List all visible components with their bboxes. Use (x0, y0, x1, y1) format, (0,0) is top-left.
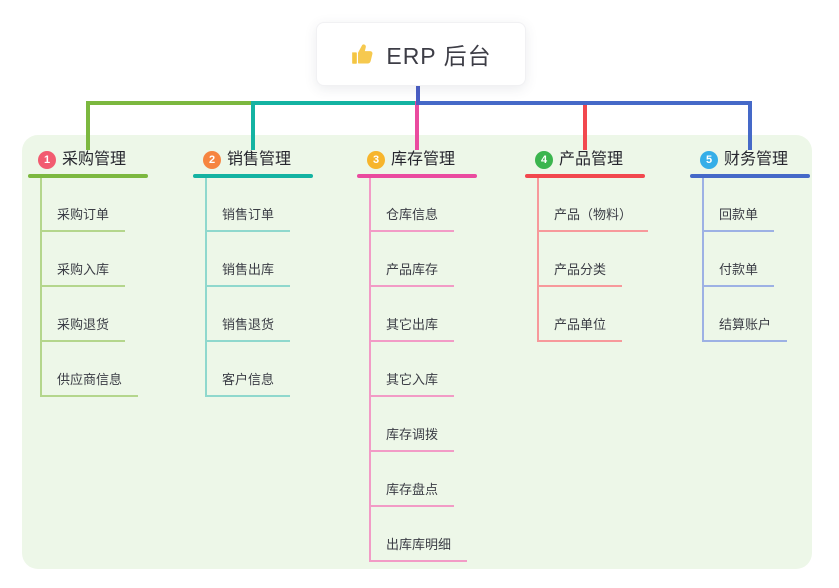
branch-node[interactable]: 1 采购管理 (28, 146, 150, 176)
child-node[interactable]: 其它出库 (369, 316, 455, 342)
branch-underline (28, 174, 148, 178)
child-node[interactable]: 供应商信息 (40, 371, 139, 397)
child-label: 供应商信息 (40, 372, 139, 397)
child-label: 产品分类 (537, 262, 623, 287)
child-label: 仓库信息 (369, 207, 455, 232)
children-spine-line (537, 178, 539, 341)
child-node[interactable]: 回款单 (702, 206, 775, 232)
children-spine-line (369, 178, 371, 561)
branch-finance: 5 财务管理 回款单 付款单 结算账户 (418, 0, 839, 588)
branch-node[interactable]: 2 销售管理 (193, 146, 315, 176)
child-node[interactable]: 产品库存 (369, 261, 455, 287)
children-spine-line (702, 178, 704, 341)
branch-elbow-horizontal (418, 101, 752, 105)
children-spine-line (205, 178, 207, 396)
child-node[interactable]: 产品单位 (537, 316, 623, 342)
child-label: 库存调拨 (369, 427, 455, 452)
child-label: 产品库存 (369, 262, 455, 287)
child-node[interactable]: 其它入库 (369, 371, 455, 397)
branch-elbow-vertical (251, 101, 255, 150)
child-label: 付款单 (702, 262, 775, 287)
child-label: 采购入库 (40, 262, 126, 287)
child-node[interactable]: 产品（物料） (537, 206, 649, 232)
child-node[interactable]: 库存调拨 (369, 426, 455, 452)
branch-inventory: 3 库存管理 仓库信息 产品库存 其它出库 其它入库 库存调拨 库存盘点 出库库… (357, 0, 517, 588)
branch-index-badge: 1 (38, 151, 56, 169)
child-label: 出库库明细 (369, 537, 468, 562)
child-label: 库存盘点 (369, 482, 455, 507)
child-node[interactable]: 库存盘点 (369, 481, 455, 507)
mindmap-panel (22, 135, 812, 569)
child-node[interactable]: 采购订单 (40, 206, 126, 232)
branch-index-badge: 5 (700, 151, 718, 169)
child-label: 销售退货 (205, 317, 291, 342)
branch-index-badge: 4 (535, 151, 553, 169)
child-label: 结算账户 (702, 317, 788, 342)
child-node[interactable]: 销售退货 (205, 316, 291, 342)
branch-label: 销售管理 (227, 151, 292, 168)
child-node[interactable]: 采购入库 (40, 261, 126, 287)
thumbs-up-icon (352, 44, 373, 64)
branch-elbow-vertical (583, 101, 587, 150)
root-node-title: ERP 后台 (386, 43, 492, 69)
children-spine-line (40, 178, 42, 396)
branch-label: 产品管理 (559, 151, 624, 168)
child-node[interactable]: 销售订单 (205, 206, 291, 232)
child-label: 其它出库 (369, 317, 455, 342)
branch-sales: 2 销售管理 销售订单 销售出库 销售退货 客户信息 (193, 0, 420, 588)
child-label: 销售出库 (205, 262, 291, 287)
child-label: 采购退货 (40, 317, 126, 342)
child-node[interactable]: 产品分类 (537, 261, 623, 287)
child-node[interactable]: 结算账户 (702, 316, 788, 342)
child-label: 产品单位 (537, 317, 623, 342)
branch-underline (357, 174, 477, 178)
branch-node[interactable]: 5 财务管理 (690, 146, 812, 176)
branch-label: 财务管理 (724, 151, 789, 168)
branch-index-badge: 3 (367, 151, 385, 169)
branch-label: 采购管理 (62, 151, 127, 168)
branch-label: 库存管理 (391, 151, 456, 168)
branch-node[interactable]: 4 产品管理 (525, 146, 647, 176)
child-label: 其它入库 (369, 372, 455, 397)
branch-index-badge: 2 (203, 151, 221, 169)
branch-underline (525, 174, 645, 178)
root-node[interactable]: ERP 后台 (316, 22, 526, 86)
branch-elbow-vertical (86, 101, 90, 150)
child-node[interactable]: 采购退货 (40, 316, 126, 342)
child-label: 回款单 (702, 207, 775, 232)
branch-underline (690, 174, 810, 178)
child-node[interactable]: 销售出库 (205, 261, 291, 287)
child-node[interactable]: 出库库明细 (369, 536, 468, 562)
child-label: 销售订单 (205, 207, 291, 232)
child-label: 采购订单 (40, 207, 126, 232)
child-label: 产品（物料） (537, 207, 649, 232)
branch-underline (193, 174, 313, 178)
child-node[interactable]: 仓库信息 (369, 206, 455, 232)
child-node[interactable]: 付款单 (702, 261, 775, 287)
child-label: 客户信息 (205, 372, 291, 397)
branch-node[interactable]: 3 库存管理 (357, 146, 479, 176)
branch-elbow-vertical (415, 101, 419, 150)
branch-elbow-vertical (748, 101, 752, 150)
branch-elbow-horizontal (251, 101, 420, 105)
root-connector-line (416, 83, 420, 105)
child-node[interactable]: 客户信息 (205, 371, 291, 397)
